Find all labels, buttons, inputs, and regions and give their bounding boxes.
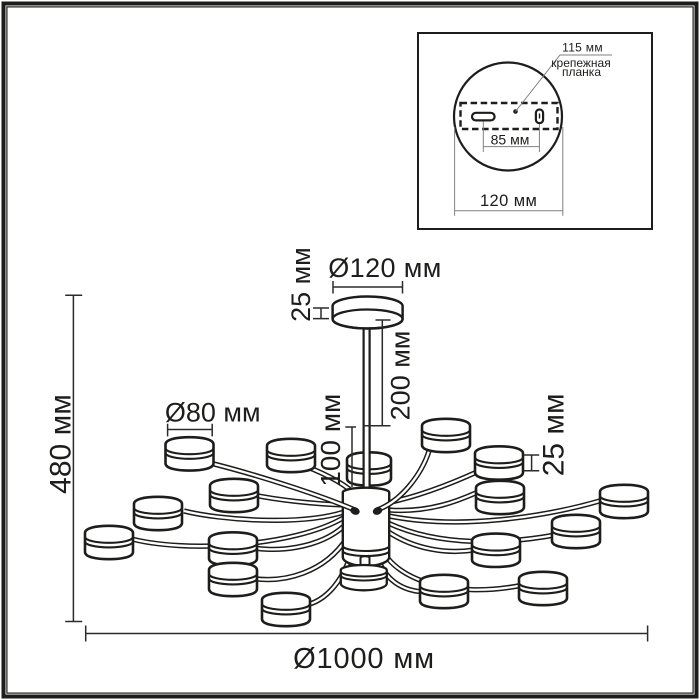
svg-text:планка: планка bbox=[562, 65, 601, 79]
svg-text:Ø80 мм: Ø80 мм bbox=[165, 398, 261, 428]
svg-text:200 мм: 200 мм bbox=[386, 331, 416, 421]
svg-text:100 мм: 100 мм bbox=[315, 394, 346, 487]
svg-text:25 мм: 25 мм bbox=[538, 393, 571, 476]
svg-text:крепежная: крепежная bbox=[551, 56, 610, 70]
svg-text:480 мм: 480 мм bbox=[45, 394, 78, 494]
svg-text:85 мм: 85 мм bbox=[491, 131, 530, 147]
svg-text:Ø1000 мм: Ø1000 мм bbox=[293, 643, 435, 675]
svg-text:120 мм: 120 мм bbox=[480, 192, 537, 210]
svg-text:115 мм: 115 мм bbox=[562, 41, 603, 55]
svg-text:25 мм: 25 мм bbox=[286, 247, 316, 322]
svg-text:Ø120 мм: Ø120 мм bbox=[328, 253, 441, 283]
